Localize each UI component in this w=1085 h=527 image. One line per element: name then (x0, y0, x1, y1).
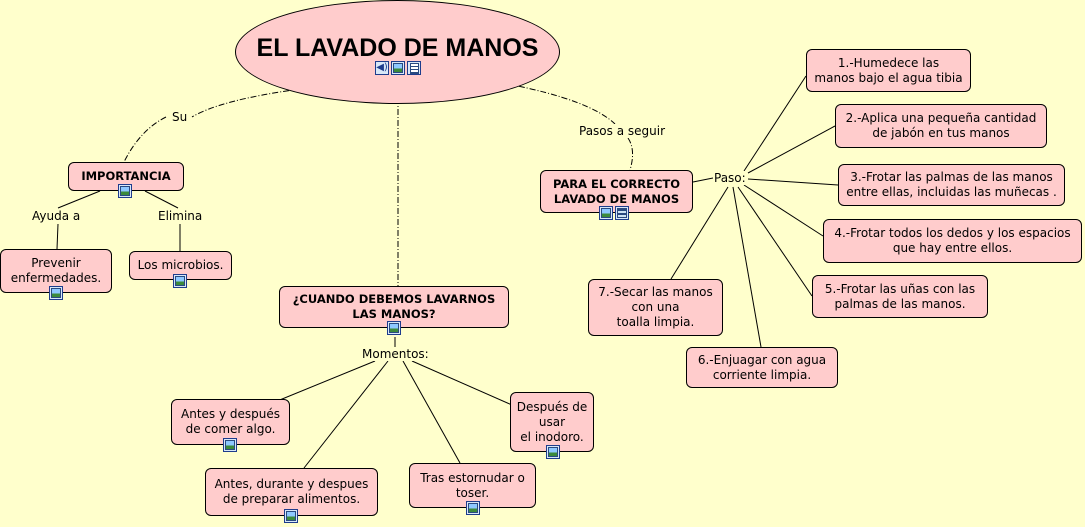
link-momentos-4 (411, 360, 513, 406)
paso-7-line-1: 7.-Secar las manos (598, 285, 713, 299)
image-icon[interactable] (387, 321, 401, 335)
image-icon[interactable] (599, 206, 613, 220)
image-icon[interactable] (466, 501, 480, 515)
paso-node-5[interactable]: 5.-Frotar las uñas con las palmas de las… (812, 275, 988, 318)
title-node: EL LAVADO DE MANOS ◀) (235, 0, 560, 104)
momento-2-line-2: de preparar alimentos. (222, 492, 361, 506)
prevenir-line-1: Prevenir (31, 256, 81, 270)
link-su-importancia (123, 116, 167, 163)
cuando-line-2: LAS MANOS? (352, 307, 436, 321)
video-icon[interactable] (615, 206, 629, 220)
link-importancia-elimina (144, 190, 179, 209)
paso-3-line-1: 3.-Frotar las palmas de las manos (850, 170, 1053, 184)
title-icon-group: ◀) (375, 61, 421, 75)
prevenir-line-2: enfermedades. (10, 271, 102, 285)
importancia-label: IMPORTANCIA (81, 169, 171, 183)
image-icon[interactable] (284, 509, 298, 523)
image-icon[interactable] (49, 286, 63, 300)
link-title-su (191, 88, 301, 118)
paso-4-line-2: que hay entre ellos. (892, 241, 1013, 255)
paso-6-line-2: corriente limpia. (712, 367, 812, 382)
link-label-paso: Paso: (713, 171, 747, 185)
paso-1-line-1: 1.-Humedece las (837, 55, 940, 70)
paso-7-line-2: con una (631, 300, 680, 314)
link-paso-3 (747, 178, 839, 186)
link-label-elimina: Elimina (157, 209, 204, 223)
link-ayuda-prevenir (56, 223, 59, 250)
link-momentos-2 (303, 360, 389, 469)
map-title: EL LAVADO DE MANOS (256, 34, 539, 62)
link-paso-2 (747, 125, 836, 174)
momento-4-line-3: el inodoro. (520, 429, 584, 444)
microbios-node[interactable]: Los microbios. (129, 251, 232, 280)
link-paso-6 (732, 186, 762, 348)
link-correcto-paso (692, 177, 714, 183)
momento-4-line-1: Después de (516, 399, 588, 414)
momento-3-line-2: toser. (455, 485, 490, 500)
image-icon[interactable] (223, 438, 237, 452)
paso-2-line-2: de jabón en tus manos (872, 126, 1010, 140)
paso-node-1[interactable]: 1.-Humedece las manos bajo el agua tibia (806, 49, 971, 92)
momento-1-line-2: de comer algo. (185, 422, 276, 436)
correcto-line-2: LAVADO DE MANOS (553, 191, 680, 206)
momento-3-line-1: Tras estornudar o (420, 470, 525, 485)
link-pasos-correcto (627, 137, 634, 171)
paso-5-line-1: 5.-Frotar las uñas con las (824, 281, 976, 296)
cuando-line-1: ¿CUANDO DEBEMOS LAVARNOS (292, 292, 496, 306)
paso-3-line-2: entre ellas, incluidas las muñecas . (846, 185, 1057, 199)
momento-4-line-2: usar (538, 414, 566, 429)
correcto-node[interactable]: PARA EL CORRECTO LAVADO DE MANOS (540, 170, 693, 213)
image-icon[interactable] (546, 445, 560, 459)
link-paso-4 (743, 184, 824, 237)
paso-2-line-1: 2.-Aplica una pequeña cantidad (845, 111, 1037, 125)
link-paso-1 (743, 75, 807, 172)
link-momentos-3 (402, 360, 461, 464)
momento-node-4[interactable]: Después de usar el inodoro. (510, 392, 594, 452)
image-icon[interactable] (391, 61, 405, 75)
link-label-su: Su (171, 110, 189, 124)
paso-node-2[interactable]: 2.-Aplica una pequeña cantidad de jabón … (835, 104, 1047, 148)
image-icon[interactable] (173, 274, 187, 288)
momento-node-1[interactable]: Antes y después de comer algo. (171, 399, 290, 445)
momento-2-line-1: Antes, durante y despues (214, 477, 369, 491)
paso-node-4[interactable]: 4.-Frotar todos los dedos y los espacios… (823, 219, 1082, 263)
paso-node-7[interactable]: 7.-Secar las manos con una toalla limpia… (588, 279, 723, 336)
paso-7-line-3: toalla limpia. (616, 315, 695, 329)
momento-node-3[interactable]: Tras estornudar o toser. (409, 463, 536, 508)
link-label-pasos-a-seguir: Pasos a seguir (578, 124, 667, 138)
microbios-label: Los microbios. (137, 258, 224, 272)
paso-5-line-2: palmas de las manos. (834, 296, 966, 311)
link-label-ayuda-a: Ayuda a (31, 209, 82, 223)
speaker-icon[interactable]: ◀) (375, 61, 389, 75)
image-icon[interactable] (118, 184, 132, 198)
link-label-momentos: Momentos: (361, 347, 430, 361)
paso-4-line-1: 4.-Frotar todos los dedos y los espacios (834, 226, 1071, 240)
correcto-icon-group (599, 206, 629, 220)
link-paso-5 (737, 186, 813, 297)
paso-node-3[interactable]: 3.-Frotar las palmas de las manos entre … (838, 164, 1065, 206)
document-icon[interactable] (407, 61, 421, 75)
paso-6-line-1: 6.-Enjuagar con agua (697, 352, 827, 367)
momento-1-line-1: Antes y después (181, 407, 280, 421)
link-title-pasos (507, 83, 616, 125)
link-momentos-1 (264, 360, 376, 407)
paso-1-line-2: manos bajo el agua tibia (814, 70, 963, 85)
link-paso-7 (670, 186, 729, 280)
link-importancia-ayuda (57, 190, 101, 209)
paso-node-6[interactable]: 6.-Enjuagar con agua corriente limpia. (686, 347, 838, 388)
momento-node-2[interactable]: Antes, durante y despues de preparar ali… (205, 468, 378, 516)
correcto-line-1: PARA EL CORRECTO (552, 176, 681, 191)
